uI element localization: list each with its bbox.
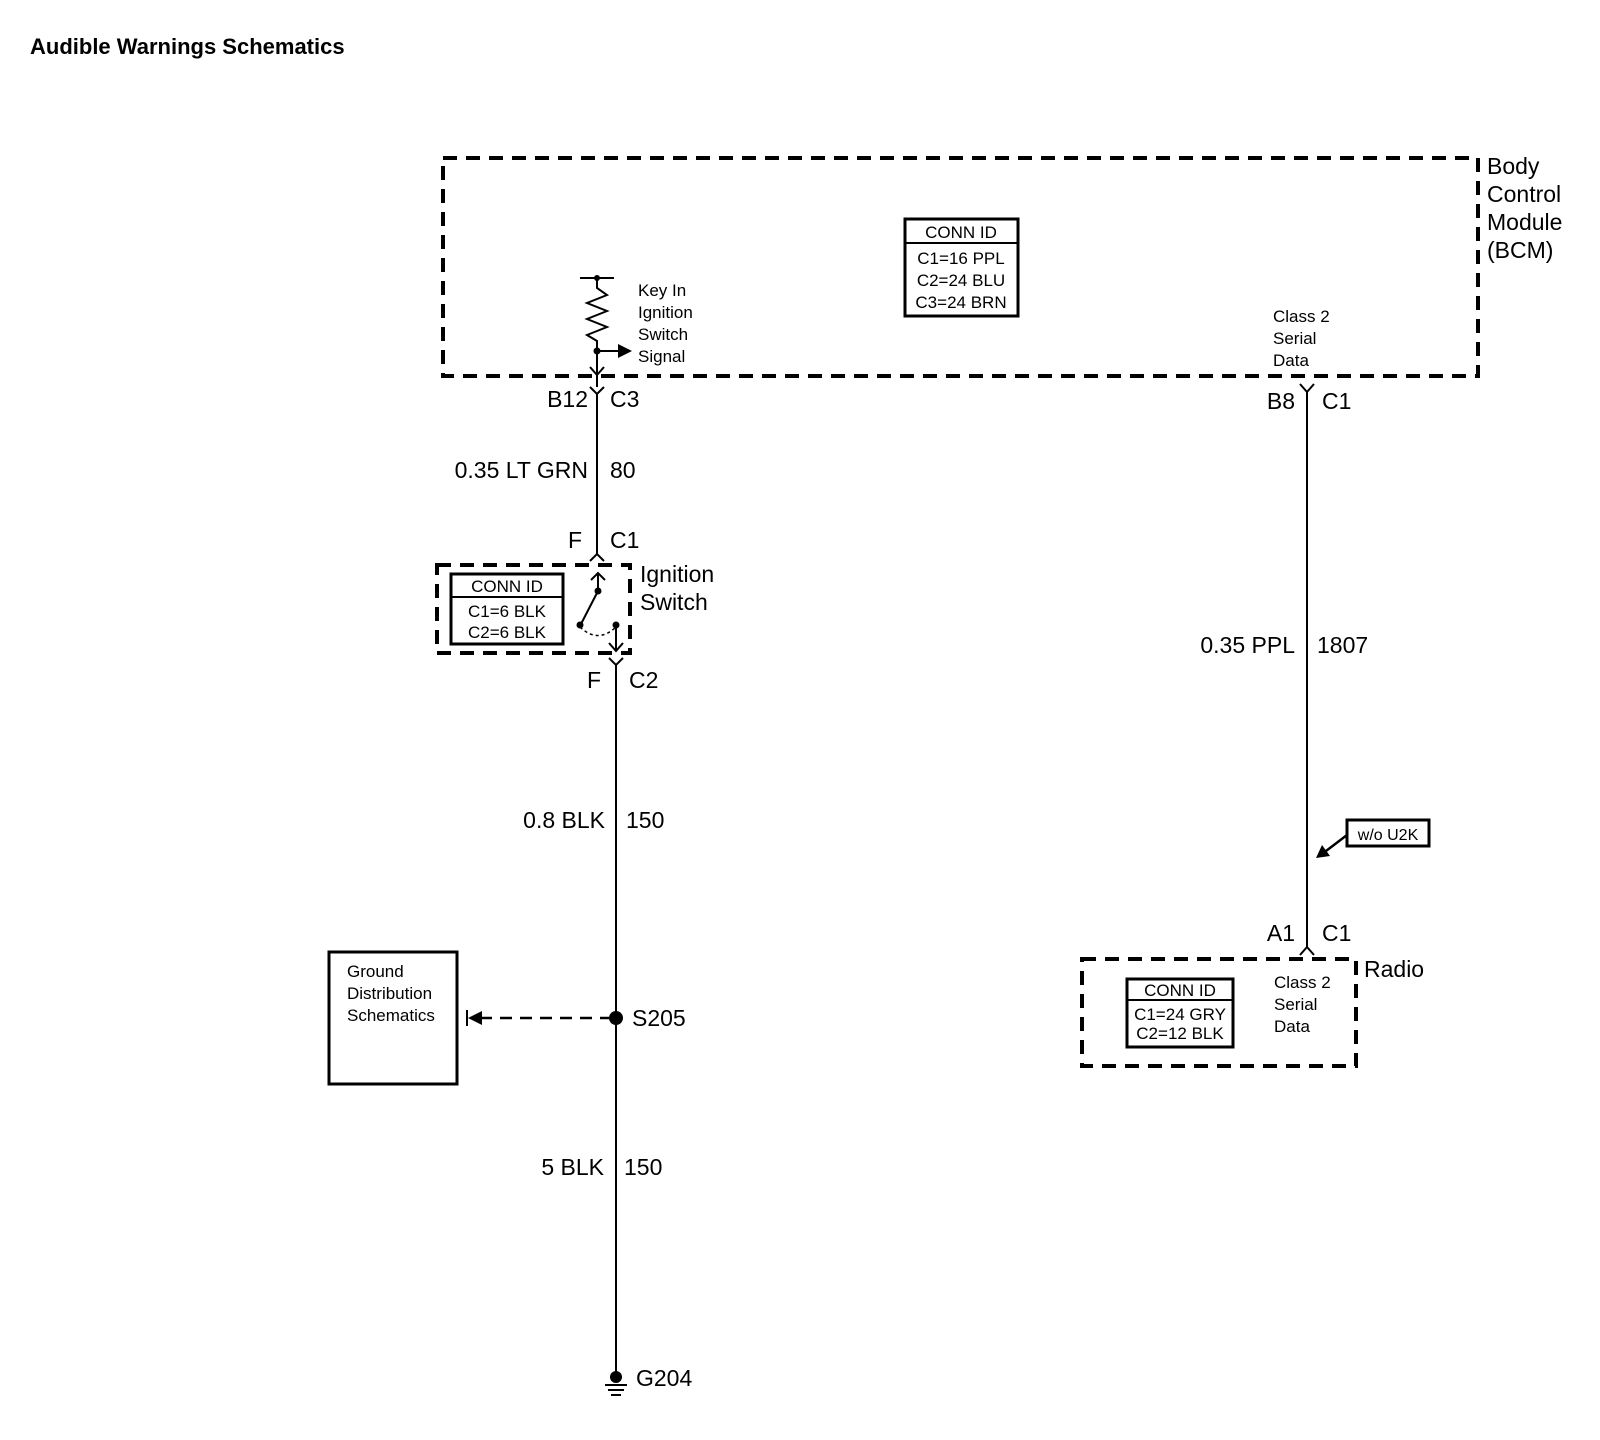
ignition-switch-name: Ignition Switch — [640, 561, 714, 615]
bcm-boundary — [441, 156, 1480, 378]
wire-1807-gauge: 0.35 PPL — [1200, 632, 1295, 658]
svg-text:Ignition: Ignition — [640, 561, 714, 587]
option-arrow-icon — [1316, 845, 1330, 858]
reference-arrow-icon — [468, 1011, 482, 1025]
svg-text:Ignition: Ignition — [638, 303, 693, 322]
svg-text:Control: Control — [1487, 181, 1561, 207]
wire-150-upper-circuit: 150 — [626, 807, 664, 833]
wire-80-circuit: 80 — [610, 457, 636, 483]
signal-arrow-icon — [618, 344, 632, 358]
svg-text:Key In: Key In — [638, 281, 686, 300]
svg-text:Ground: Ground — [347, 962, 404, 981]
svg-text:w/o U2K: w/o U2K — [1357, 827, 1419, 844]
svg-text:C1: C1 — [1322, 388, 1351, 414]
radio-connector-c1: A1 C1 — [1267, 920, 1351, 956]
svg-text:C2: C2 — [629, 667, 658, 693]
svg-text:Data: Data — [1274, 1017, 1310, 1036]
bcm-pullup-resistor — [580, 275, 632, 387]
svg-text:B8: B8 — [1267, 388, 1295, 414]
ignition-switch-contacts — [576, 571, 624, 653]
bcm-connector-c1: B8 C1 — [1267, 383, 1351, 414]
wire-150-lower-gauge: 5 BLK — [541, 1154, 604, 1180]
svg-text:A1: A1 — [1267, 920, 1295, 946]
svg-text:C1=24 GRY: C1=24 GRY — [1134, 1005, 1226, 1024]
wire-1807-circuit: 1807 — [1317, 632, 1368, 658]
svg-text:C3: C3 — [610, 386, 639, 412]
svg-text:Body: Body — [1487, 153, 1540, 179]
svg-text:Switch: Switch — [638, 325, 688, 344]
ignition-connector-c2: F C2 — [587, 657, 658, 693]
wire-150-upper-gauge: 0.8 BLK — [523, 807, 605, 833]
svg-text:C2=6 BLK: C2=6 BLK — [468, 623, 547, 642]
svg-text:B12: B12 — [547, 386, 588, 412]
ground-icon — [605, 1371, 627, 1396]
key-in-signal-label: Key In Ignition Switch Signal — [638, 281, 693, 366]
splice-label: S205 — [632, 1005, 686, 1031]
radio-boundary — [1080, 957, 1358, 1068]
svg-text:C2=24 BLU: C2=24 BLU — [917, 271, 1005, 290]
option-pointer-line — [1325, 834, 1348, 852]
svg-text:CONN ID: CONN ID — [925, 223, 997, 242]
svg-text:C1=16 PPL: C1=16 PPL — [917, 249, 1004, 268]
wire-150-lower-circuit: 150 — [624, 1154, 662, 1180]
bcm-name: Body Control Module (BCM) — [1487, 153, 1562, 263]
svg-text:Switch: Switch — [640, 589, 708, 615]
svg-text:Schematics: Schematics — [347, 1006, 435, 1025]
radio-conn-id-box: CONN ID C1=24 GRY C2=12 BLK — [1125, 977, 1235, 1049]
svg-text:Class 2: Class 2 — [1273, 307, 1330, 326]
svg-text:Serial: Serial — [1274, 995, 1317, 1014]
svg-text:CONN ID: CONN ID — [471, 577, 543, 596]
svg-text:C1: C1 — [1322, 920, 1351, 946]
ground-label: G204 — [636, 1365, 692, 1391]
svg-text:Serial: Serial — [1273, 329, 1316, 348]
svg-text:Data: Data — [1273, 351, 1309, 370]
svg-text:CONN ID: CONN ID — [1144, 981, 1216, 1000]
svg-text:F: F — [568, 527, 582, 553]
svg-text:C1=6 BLK: C1=6 BLK — [468, 602, 547, 621]
svg-text:C1: C1 — [610, 527, 639, 553]
svg-text:Class 2: Class 2 — [1274, 973, 1331, 992]
radio-name: Radio — [1364, 956, 1424, 982]
svg-text:(BCM): (BCM) — [1487, 237, 1553, 263]
ignition-conn-id-box: CONN ID C1=6 BLK C2=6 BLK — [449, 572, 565, 646]
option-tag: w/o U2K — [1345, 818, 1431, 848]
svg-text:C3=24 BRN: C3=24 BRN — [915, 293, 1006, 312]
svg-text:Signal: Signal — [638, 347, 685, 366]
ground-distribution-reference[interactable]: Ground Distribution Schematics — [327, 950, 459, 1086]
wire-80-gauge: 0.35 LT GRN — [455, 457, 588, 483]
bcm-serial-data-label: Class 2 Serial Data — [1273, 307, 1330, 370]
page-title: Audible Warnings Schematics — [30, 34, 345, 59]
ignition-connector-c1: F C1 — [568, 527, 639, 562]
svg-text:F: F — [587, 667, 601, 693]
bcm-connector-c3: B12 C3 — [547, 386, 639, 412]
svg-text:Distribution: Distribution — [347, 984, 432, 1003]
radio-serial-data-label: Class 2 Serial Data — [1274, 973, 1331, 1036]
bcm-conn-id-box: CONN ID C1=16 PPL C2=24 BLU C3=24 BRN — [903, 217, 1020, 318]
ignition-switch-boundary — [435, 563, 632, 655]
svg-text:C2=12 BLK: C2=12 BLK — [1136, 1024, 1224, 1043]
svg-text:Module: Module — [1487, 209, 1562, 235]
